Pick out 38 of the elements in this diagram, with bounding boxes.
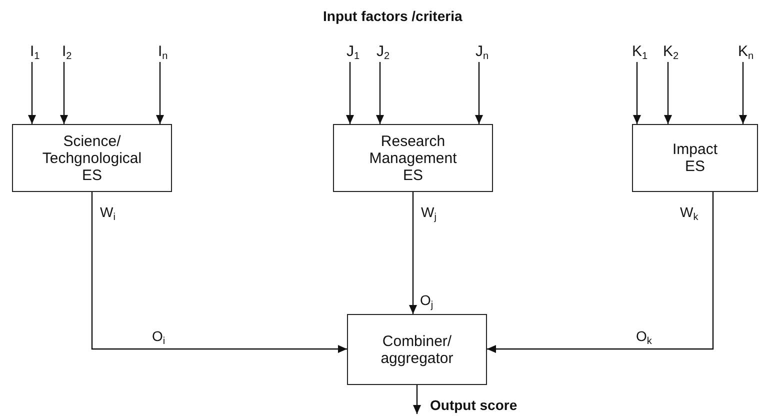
arrow [91,192,347,353]
input-label: K$_{n}$ [738,44,754,60]
process-box [347,314,487,385]
box-label: Science/ Techgnological ES [41,132,143,184]
signal-label: O$_{i}$ [152,328,166,344]
signal-label: O$_{j}$ [420,292,434,308]
box-label: Combiner/ aggregator [380,332,454,366]
input-label: J$_{n}$ [476,44,489,60]
box-label: Impact ES [671,141,718,175]
arrow [28,62,36,124]
arrow [413,385,421,414]
arrow [475,62,483,124]
input-label: K$_{2}$ [663,44,679,60]
arrow [156,62,164,124]
input-label: K$_{1}$ [632,44,648,60]
arrow [487,192,714,353]
arrow [633,62,641,124]
arrow [60,62,68,124]
arrow [739,62,747,124]
signal-label: O$_{k}$ [636,328,652,344]
input-label: I$_{1}$ [30,44,40,60]
box-label: Research Management ES [368,132,458,184]
input-label: I$_{2}$ [62,44,72,60]
signal-label: W$_{i}$ [100,204,116,220]
input-label: J$_{1}$ [346,44,360,60]
arrow [409,192,417,314]
input-label: I$_{n}$ [158,44,168,60]
signal-label: W$_{k}$ [680,204,698,220]
arrow [664,62,672,124]
process-box [12,124,172,192]
process-box [333,124,493,192]
title: Input factors /criteria [323,8,462,24]
output-label: Output score [430,397,518,413]
input-label: J$_{2}$ [376,44,390,60]
process-box [632,124,758,192]
arrow [376,62,384,124]
signal-label: W$_{j}$ [421,204,436,220]
arrow [346,62,354,124]
